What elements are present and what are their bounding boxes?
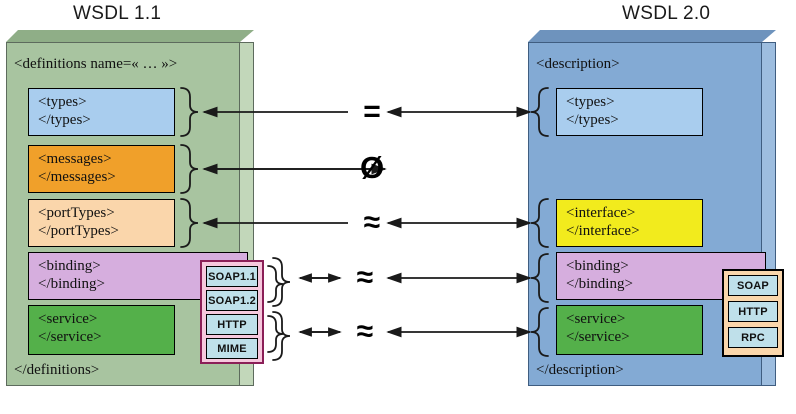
wsdl11-element-service[interactable]: <service> </service> xyxy=(28,305,175,355)
wsdl11-element-messages[interactable]: <messages> </messages> xyxy=(28,145,175,193)
wsdl11-protocol-mime[interactable]: MIME xyxy=(206,338,258,359)
definitions-close-tag: </definitions> xyxy=(14,362,100,378)
brace-protocols-soap xyxy=(267,265,284,303)
relation-symbol-approx-porttypes: ≈ xyxy=(363,206,381,239)
brace-left-service xyxy=(272,311,291,361)
wsdl11-protocol-http[interactable]: HTTP xyxy=(206,314,258,335)
relation-symbol-approx-service: ≈ xyxy=(356,315,374,348)
wsdl11-protocol-soap12[interactable]: SOAP1.2 xyxy=(206,290,258,311)
page-title-wsdl20: WSDL 2.0 xyxy=(622,3,711,24)
description-open-tag: <description> xyxy=(536,56,620,72)
relation-symbol-equals: = xyxy=(363,95,381,128)
wsdl11-container-top-face xyxy=(6,30,254,43)
wsdl11-protocol-soap11[interactable]: SOAP1.1 xyxy=(206,266,258,287)
wsdl20-element-types[interactable]: <types> </types> xyxy=(556,88,703,136)
wsdl20-container-top-face xyxy=(528,30,776,43)
wsdl20-element-interface[interactable]: <interface> </interface> xyxy=(556,199,703,247)
definitions-open-tag: <definitions name=« … »> xyxy=(14,56,178,72)
wsdl11-element-porttypes[interactable]: <portTypes> </portTypes> xyxy=(28,199,175,247)
wsdl20-protocol-http[interactable]: HTTP xyxy=(728,301,778,322)
relation-symbol-approx-binding: ≈ xyxy=(356,261,374,294)
brace-left-binding xyxy=(272,257,291,307)
brace-protocols-http-mime xyxy=(267,315,284,353)
wsdl20-protocol-rpc[interactable]: RPC xyxy=(728,327,778,348)
wsdl20-protocol-soap[interactable]: SOAP xyxy=(728,275,778,296)
wsdl11-element-types[interactable]: <types> </types> xyxy=(28,88,175,136)
description-close-tag: </description> xyxy=(536,362,624,378)
page-title-wsdl11: WSDL 1.1 xyxy=(73,3,162,24)
wsdl20-element-service[interactable]: <service> </service> xyxy=(556,305,703,355)
relation-symbol-empty: Ø xyxy=(359,150,385,185)
